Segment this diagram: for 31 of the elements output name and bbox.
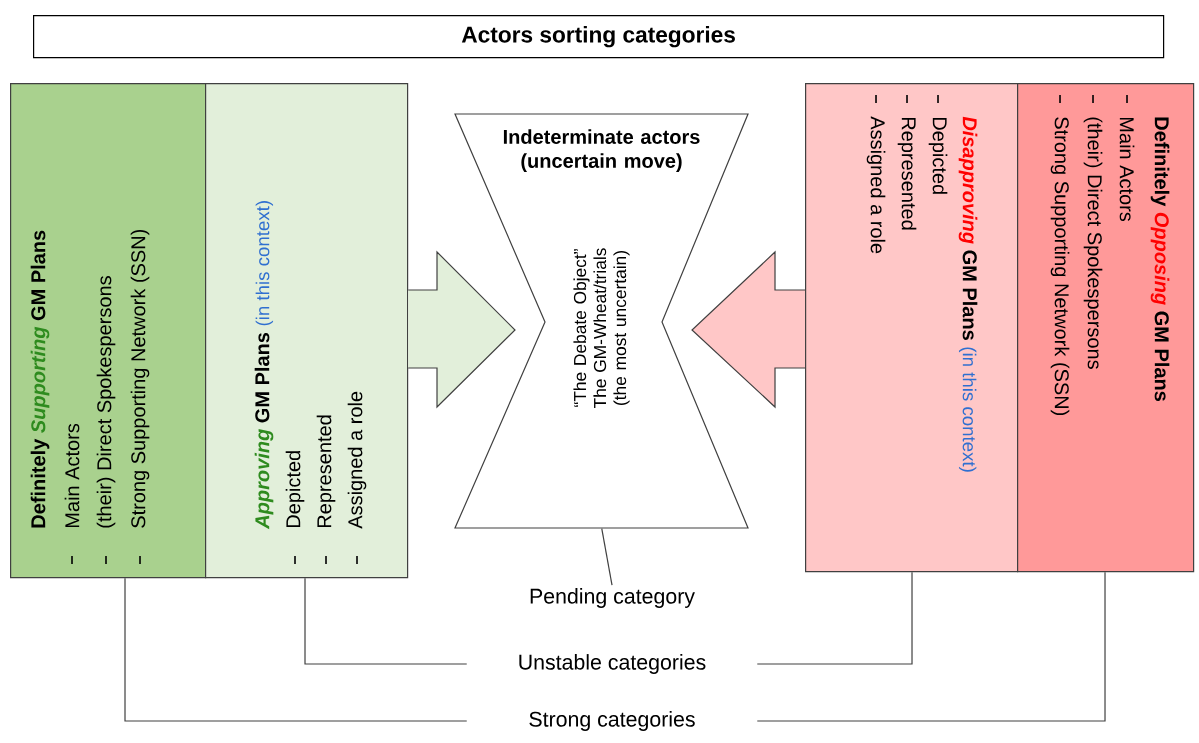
category-box bbox=[10, 83, 207, 579]
block-arrow bbox=[691, 250, 806, 409]
heading: Definitely Opposing GM Plans bbox=[1150, 117, 1170, 401]
list-item: (their) Direct Spokespersons bbox=[96, 276, 116, 528]
list-item: Assigned a role bbox=[866, 116, 886, 254]
connector-line bbox=[601, 527, 613, 586]
list-item: Represented bbox=[316, 415, 336, 528]
category-box bbox=[805, 83, 1019, 573]
heading: Disapproving GM Plans (in this context) bbox=[958, 116, 978, 472]
connector-line bbox=[756, 571, 1106, 722]
category-label: Unstable categories bbox=[519, 654, 706, 674]
list-item: Assigned a role bbox=[347, 391, 367, 529]
list-item: (their) Direct Spokespersons bbox=[1083, 117, 1103, 369]
list-item: Strong Supporting Network (SSN) bbox=[1050, 117, 1070, 416]
category-label: Pending category bbox=[530, 588, 695, 608]
list-item: Main Actors bbox=[1119, 117, 1135, 222]
list-item: Main Actors bbox=[64, 423, 80, 528]
heading: Approving GM Plans (in this context) bbox=[254, 201, 274, 530]
title-box: Actors sorting categories bbox=[33, 15, 1165, 59]
connector-line bbox=[124, 577, 468, 722]
connector-line bbox=[304, 577, 468, 665]
block-arrow bbox=[407, 250, 516, 409]
list-item: Depicted bbox=[285, 451, 305, 528]
list-item: Depicted bbox=[928, 117, 948, 194]
category-box bbox=[1017, 83, 1195, 573]
connector-line bbox=[756, 571, 913, 665]
list-item: Strong Supporting Network (SSN) bbox=[130, 229, 150, 528]
category-box bbox=[205, 83, 409, 579]
list-item: Represented bbox=[897, 117, 917, 230]
heading: Definitely Supporting GM Plans bbox=[30, 230, 50, 528]
category-label: Strong categories bbox=[529, 711, 695, 731]
